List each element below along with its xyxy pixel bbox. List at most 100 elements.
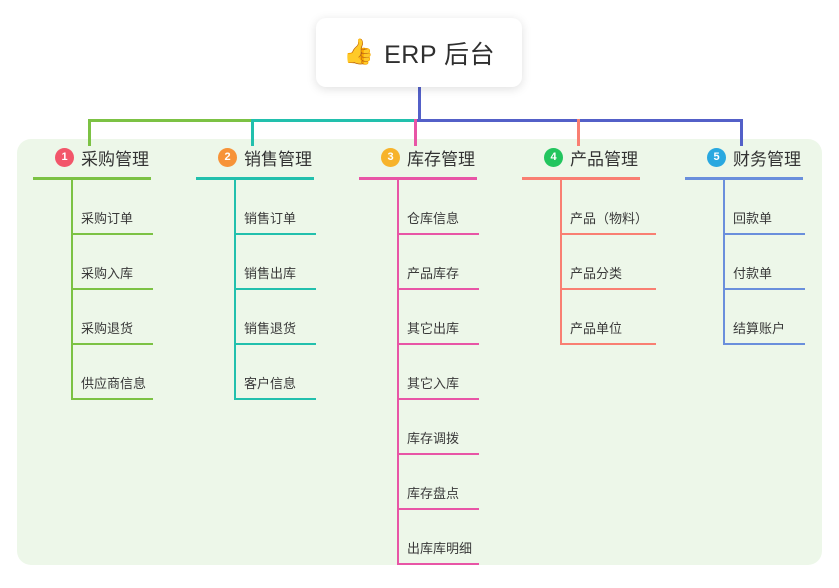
list-item-label: 库存调拨 [407,431,460,446]
list-item-label: 销售订单 [244,211,297,226]
list-item-label: 销售退货 [244,321,297,336]
column-title-5: 财务管理 [733,149,801,169]
column-header-3[interactable]: 3 库存管理 [359,143,477,171]
list-item[interactable]: 其它入库 [359,345,479,400]
column-header-2[interactable]: 2 销售管理 [196,143,314,171]
list-item-label: 回款单 [733,211,773,226]
list-item[interactable]: 其它出库 [359,290,479,345]
list-item-rule [234,343,316,345]
column-spine-3 [397,180,399,565]
list-item-rule [723,233,805,235]
list-item-rule [71,343,153,345]
list-item[interactable]: 客户信息 [196,345,316,400]
root-stem [418,87,421,122]
column-badge-5: 5 [707,147,726,167]
list-item-rule [397,288,479,290]
branches-panel [17,139,822,565]
column-items-2: 销售订单销售出库销售退货客户信息 [196,180,316,400]
column-header-rule-5 [685,177,803,180]
column-spine-2 [234,180,236,400]
list-item[interactable]: 采购入库 [33,235,153,290]
list-item-rule [234,233,316,235]
list-item[interactable]: 销售订单 [196,180,316,235]
column-header-rule-1 [33,177,151,180]
column-badge-2: 2 [218,147,237,167]
list-item[interactable]: 采购订单 [33,180,153,235]
column-badge-4: 4 [544,147,563,167]
list-item[interactable]: 仓库信息 [359,180,479,235]
column-title-3: 库存管理 [407,149,475,169]
list-item-label: 其它出库 [407,321,460,336]
column-2: 2 销售管理销售订单销售出库销售退货客户信息 [196,143,316,400]
column-items-3: 仓库信息产品库存其它出库其它入库库存调拨库存盘点出库库明细 [359,180,479,565]
list-item-label: 库存盘点 [407,486,460,501]
connector-segment-1 [88,119,251,122]
root-node[interactable]: 👍 ERP 后台 [316,18,522,87]
column-title-2: 销售管理 [244,149,312,169]
column-items-5: 回款单付款单结算账户 [685,180,805,345]
connector-drop-5 [740,119,743,146]
column-spine-1 [71,180,73,400]
list-item[interactable]: 出库库明细 [359,510,479,565]
column-header-5[interactable]: 5 财务管理 [685,143,803,171]
list-item-label: 供应商信息 [81,376,147,391]
list-item-rule [397,398,479,400]
list-item-label: 产品分类 [570,266,623,281]
list-item-label: 客户信息 [244,376,297,391]
list-item-label: 产品单位 [570,321,623,336]
list-item-label: 采购订单 [81,211,134,226]
list-item-rule [71,398,153,400]
list-item-label: 出库库明细 [407,541,473,556]
list-item-rule [397,508,479,510]
list-item[interactable]: 销售出库 [196,235,316,290]
list-item-rule [723,343,805,345]
list-item[interactable]: 产品库存 [359,235,479,290]
connector-drop-4 [577,119,580,146]
list-item[interactable]: 产品单位 [522,290,656,345]
list-item[interactable]: 产品（物料） [522,180,656,235]
list-item-rule [71,288,153,290]
list-item[interactable]: 结算账户 [685,290,805,345]
column-header-4[interactable]: 4 产品管理 [522,143,640,171]
list-item-rule [723,288,805,290]
list-item-rule [71,233,153,235]
column-badge-3: 3 [381,147,400,167]
list-item[interactable]: 销售退货 [196,290,316,345]
column-badge-1: 1 [55,147,74,167]
list-item-label: 仓库信息 [407,211,460,226]
column-items-1: 采购订单采购入库采购退货供应商信息 [33,180,153,400]
column-spine-5 [723,180,725,345]
list-item-label: 产品库存 [407,266,460,281]
list-item-rule [234,288,316,290]
list-item-label: 采购退货 [81,321,134,336]
connector-segment-2 [251,119,414,122]
list-item-label: 付款单 [733,266,773,281]
connector-drop-2 [251,119,254,146]
list-item[interactable]: 采购退货 [33,290,153,345]
list-item[interactable]: 库存盘点 [359,455,479,510]
list-item-rule [560,343,656,345]
list-item-label: 采购入库 [81,266,134,281]
root-title: ERP 后台 [384,40,496,69]
list-item[interactable]: 产品分类 [522,235,656,290]
list-item-rule [560,233,656,235]
column-5: 5 财务管理回款单付款单结算账户 [685,143,805,345]
list-item-rule [560,288,656,290]
list-item[interactable]: 供应商信息 [33,345,153,400]
thumbs-up-icon: 👍 [342,38,375,66]
column-header-rule-2 [196,177,314,180]
list-item[interactable]: 付款单 [685,235,805,290]
list-item-label: 销售出库 [244,266,297,281]
list-item-rule [397,453,479,455]
list-item[interactable]: 回款单 [685,180,805,235]
list-item-label: 结算账户 [733,321,786,336]
column-spine-4 [560,180,562,345]
connector-drop-3 [414,119,417,146]
column-4: 4 产品管理产品（物料） 产品分类产品单位 [522,143,656,345]
column-items-4: 产品（物料） 产品分类产品单位 [522,180,656,345]
column-title-4: 产品管理 [570,149,638,169]
list-item[interactable]: 库存调拨 [359,400,479,455]
